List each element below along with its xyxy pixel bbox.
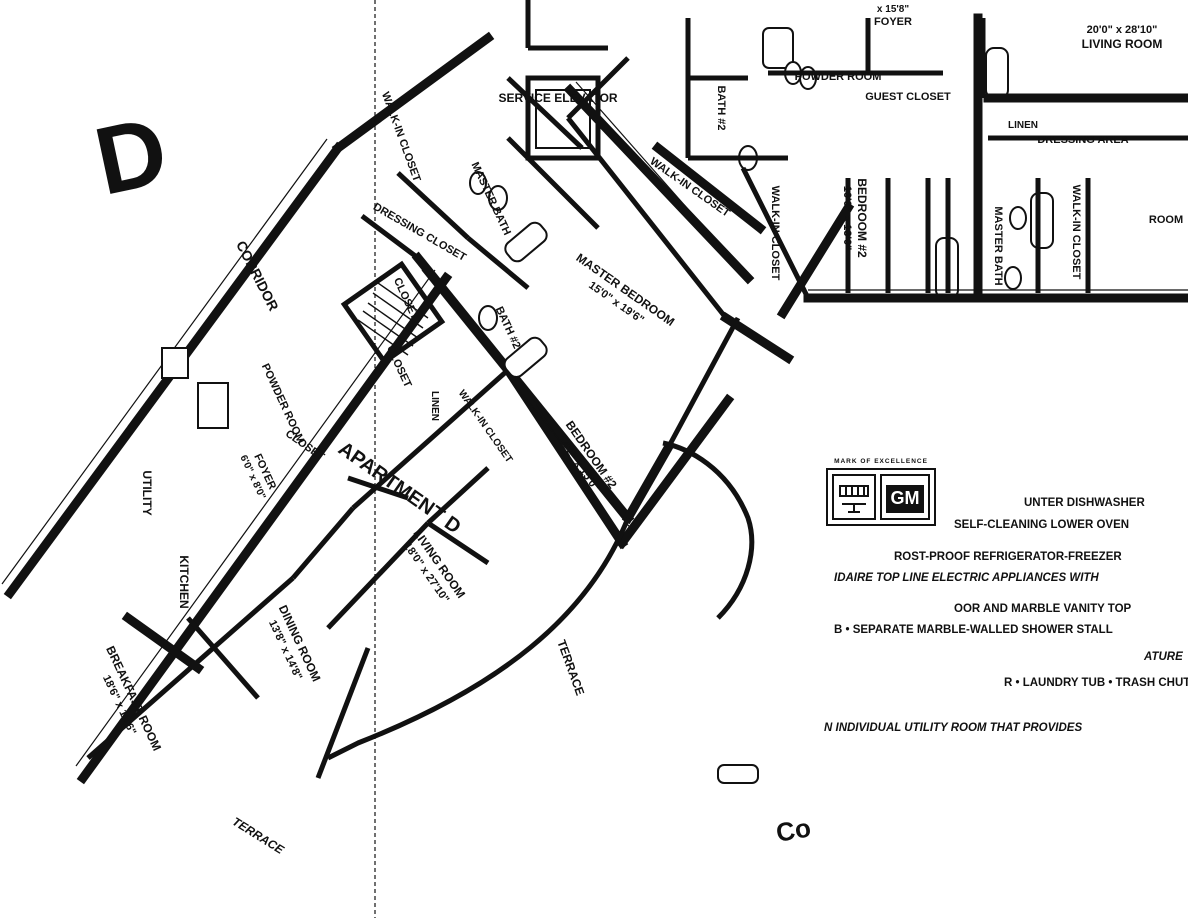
gm-emblem-icon — [839, 485, 869, 513]
feature-line-3: ATURE — [1143, 651, 1183, 663]
adj-walkin-closet2-label: WALK-IN CLOSET — [1070, 185, 1082, 280]
adjacent-walls — [525, 0, 1188, 303]
feature-line-5: OOR AND MARBLE VANITY TOP — [954, 603, 1132, 615]
feature-line-8: SELF-CLEANING LOWER OVEN — [954, 519, 1129, 531]
feature-line-6: IDAIRE TOP LINE ELECTRIC APPLIANCES WITH — [834, 572, 1099, 584]
adj-master-bath-label: MASTER BATH — [992, 206, 1004, 285]
adj-bedroom2-dims: 16'6" x 13'0" — [841, 186, 853, 251]
adj-bath2-label: BATH #2 — [715, 85, 727, 130]
bath2-label: BATH #2 — [493, 305, 523, 351]
stair-core — [340, 75, 601, 366]
terrace-right-label: TERRACE — [554, 638, 587, 697]
kitchen-label: KITCHEN — [177, 555, 191, 608]
partial-word: Co — [774, 812, 813, 848]
adj-linen-label: LINEN — [1008, 120, 1038, 131]
apartment-title: APARTMENT D — [334, 438, 465, 539]
gm-logo: GM — [891, 488, 920, 508]
adj-bedroom2-name: BEDROOM #2 — [855, 178, 869, 258]
feature-line-4: B • SEPARATE MARBLE-WALLED SHOWER STALL — [834, 624, 1113, 636]
adj-foyer-dims: x 15'8" — [877, 4, 909, 15]
feature-line-7: ROST-PROOF REFRIGERATOR-FREEZER — [894, 551, 1122, 563]
feature-line-1: N INDIVIDUAL UTILITY ROOM THAT PROVIDES — [824, 722, 1082, 734]
closet-label-stair: CLOSET — [384, 344, 414, 390]
feature-list: N INDIVIDUAL UTILITY ROOM THAT PROVIDES … — [824, 497, 1188, 734]
adj-walkin-closet-label: WALK-IN CLOSET — [769, 186, 781, 281]
adj-living-room-name: LIVING ROOM — [1082, 37, 1163, 51]
adj-guest-closet-label: GUEST CLOSET — [865, 91, 951, 103]
apartment-walls — [3, 31, 855, 785]
powder-room-label: POWDER ROOM — [259, 362, 307, 446]
adj-dressing-area-label: DRESSING AREA — [1037, 134, 1128, 146]
adj-living-room-dims: 20'0" x 28'10" — [1087, 24, 1158, 36]
gm-badge: GM MARK OF EXCELLENCE — [826, 458, 936, 526]
terrace-outline — [315, 0, 755, 918]
service-elevator-label: SERVICE ELEVATOR — [498, 91, 617, 105]
adj-foyer-name: FOYER — [874, 16, 912, 28]
feature-line-2: R • LAUNDRY TUB • TRASH CHUTE — [1004, 677, 1188, 689]
terrace-lower-label: TERRACE — [230, 814, 287, 857]
feature-line-9: UNTER DISHWASHER — [1024, 497, 1145, 509]
gm-caption: MARK OF EXCELLENCE — [834, 458, 928, 465]
adj-powder-room-label: POWDER ROOM — [795, 71, 882, 83]
linen-label: LINEN — [429, 391, 440, 421]
plan-letter: D — [86, 97, 176, 216]
plan-letter-group: D — [86, 97, 176, 216]
utility-label: UTILITY — [140, 470, 154, 515]
adj-room-fragment: ROOM — [1149, 214, 1183, 226]
walkin-closet-label-bedroom2: WALK-IN CLOSET — [456, 388, 514, 465]
